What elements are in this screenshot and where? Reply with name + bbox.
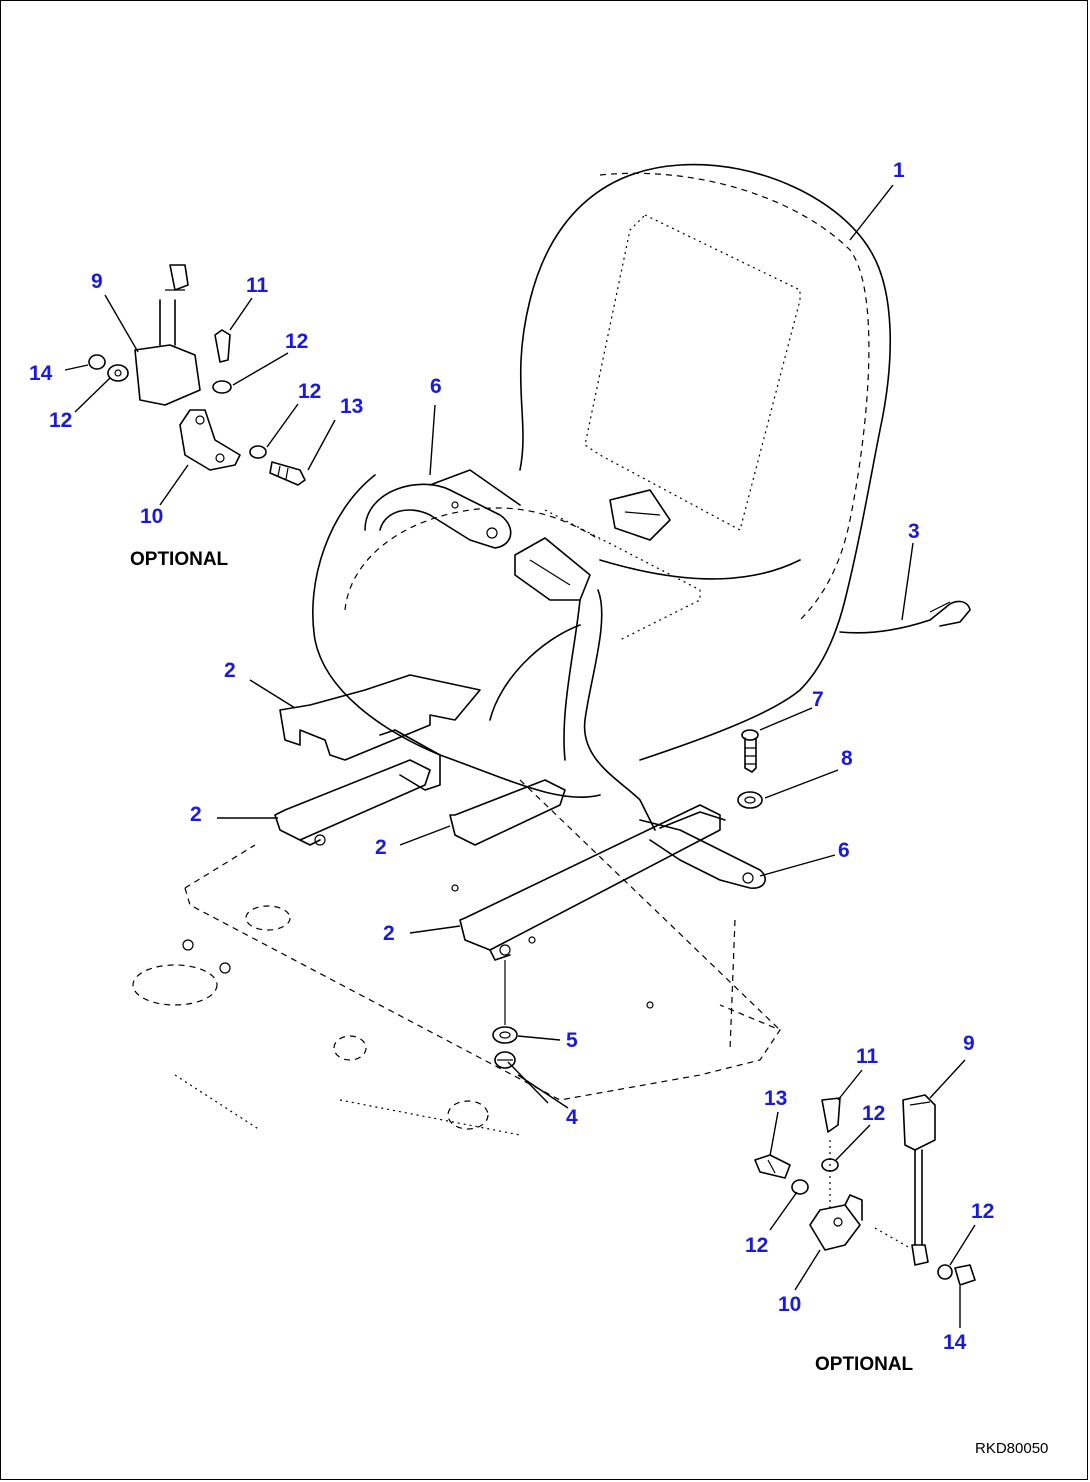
optional-caption-bottom: OPTIONAL bbox=[815, 1354, 914, 1375]
callout-12: 12 bbox=[862, 1102, 885, 1125]
mount-washer-nut bbox=[492, 1026, 518, 1069]
callout-6: 6 bbox=[430, 375, 442, 398]
seat bbox=[312, 163, 892, 831]
seat-belt-anchor-right bbox=[639, 811, 766, 889]
callout-14: 14 bbox=[943, 1331, 967, 1354]
callout-10: 10 bbox=[140, 505, 163, 528]
slide-rails bbox=[274, 674, 721, 1025]
callout-2: 2 bbox=[375, 836, 387, 859]
callout-13: 13 bbox=[764, 1087, 787, 1110]
callout-6: 6 bbox=[838, 839, 850, 862]
callout-2: 2 bbox=[190, 803, 202, 826]
leader-lines bbox=[64, 184, 976, 1328]
callout-12: 12 bbox=[49, 409, 72, 432]
floor-plate bbox=[132, 779, 781, 1136]
seat-belt-anchor-left bbox=[364, 469, 521, 549]
seat-belt-cable bbox=[839, 600, 971, 634]
callout-9: 9 bbox=[91, 270, 103, 293]
callout-2: 2 bbox=[383, 922, 395, 945]
callout-10: 10 bbox=[778, 1293, 801, 1316]
callout-2: 2 bbox=[224, 659, 236, 682]
callout-11: 11 bbox=[246, 274, 269, 297]
bolt-item-7 bbox=[741, 729, 759, 773]
callout-1: 1 bbox=[893, 159, 905, 182]
callout-labels: 1 2 2 2 2 3 4 5 6 6 7 8 9 10 11 12 12 12… bbox=[29, 159, 994, 1354]
callout-12: 12 bbox=[298, 380, 321, 403]
optional-caption-top: OPTIONAL bbox=[130, 549, 229, 570]
drawing-code: RKD80050 bbox=[975, 1440, 1048, 1457]
callout-11: 11 bbox=[856, 1045, 879, 1068]
callout-4: 4 bbox=[566, 1106, 578, 1129]
callout-3: 3 bbox=[908, 520, 920, 543]
callout-5: 5 bbox=[566, 1029, 578, 1052]
optional-buckle-assembly-bottom bbox=[754, 1094, 976, 1286]
optional-buckle-assembly-top bbox=[88, 264, 306, 486]
washer-item-8 bbox=[737, 791, 763, 809]
callout-12: 12 bbox=[971, 1200, 994, 1223]
callout-8: 8 bbox=[841, 747, 853, 770]
callout-9: 9 bbox=[963, 1032, 975, 1055]
callout-7: 7 bbox=[812, 688, 824, 711]
callout-12: 12 bbox=[285, 330, 308, 353]
callout-13: 13 bbox=[340, 395, 363, 418]
callout-14: 14 bbox=[29, 362, 53, 385]
callout-12: 12 bbox=[745, 1234, 768, 1257]
